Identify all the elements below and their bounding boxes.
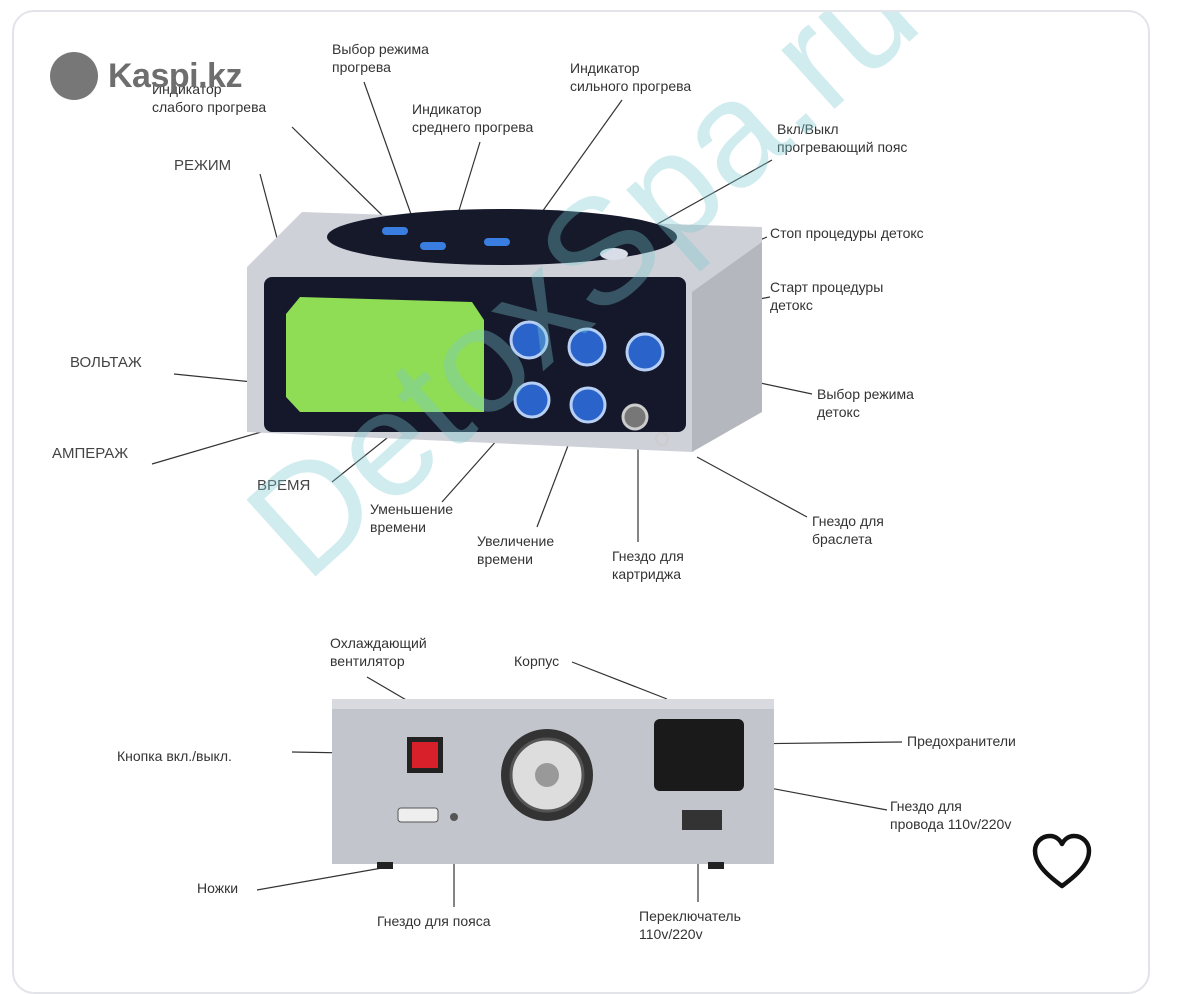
label-fan: Охлаждающий вентилятор xyxy=(330,635,427,669)
label-voltage: ВОЛЬТАЖ xyxy=(70,354,142,371)
label-stop: Стоп процедуры детокс xyxy=(770,225,924,241)
label-time: ВРЕМЯ xyxy=(257,477,311,494)
label-bracelet-socket: Гнездо для браслета xyxy=(812,513,884,547)
label-mode: РЕЖИМ xyxy=(174,157,232,174)
label-weak-heat-indicator: Индикатор слабого прогрева xyxy=(152,81,267,115)
heart-icon xyxy=(1032,833,1092,889)
label-cartridge-socket: Гнездо для картриджа xyxy=(612,548,684,582)
label-heat-mode: Выбор режима прогрева xyxy=(332,41,429,75)
label-power-button: Кнопка вкл./выкл. xyxy=(117,748,232,764)
label-mid-heat-indicator: Индикатор среднего прогрева xyxy=(412,101,534,135)
label-time-up: Увеличение времени xyxy=(477,533,555,567)
favorite-button[interactable] xyxy=(1030,832,1094,892)
label-strong-heat-indicator: Индикатор сильного прогрева xyxy=(570,60,692,94)
label-time-down: Уменьшение времени xyxy=(370,501,454,535)
kaspi-logo-icon xyxy=(50,52,98,100)
label-cord-socket: Гнездо для провода 110v/220v xyxy=(890,798,1012,832)
device-illustration xyxy=(151,81,903,907)
label-amperage: АМПЕРАЖ xyxy=(52,445,129,462)
label-feet: Ножки xyxy=(197,880,239,896)
label-fuses: Предохранители xyxy=(907,733,1016,749)
label-case: Корпус xyxy=(514,653,560,669)
product-image-card[interactable]: Kaspi.kz xyxy=(12,10,1150,994)
kaspi-logo: Kaspi.kz xyxy=(50,52,242,100)
label-voltage-switch: Переключатель 110v/220v xyxy=(639,908,741,942)
label-start: Старт процедуры детокс xyxy=(770,279,884,313)
label-detox-mode: Выбор режима детокс xyxy=(817,386,914,420)
label-belt-onoff: Вкл/Выкл прогревающий пояс xyxy=(777,121,908,155)
label-belt-socket: Гнездо для пояса xyxy=(377,913,491,929)
brand-name: Kaspi.kz xyxy=(108,56,242,95)
